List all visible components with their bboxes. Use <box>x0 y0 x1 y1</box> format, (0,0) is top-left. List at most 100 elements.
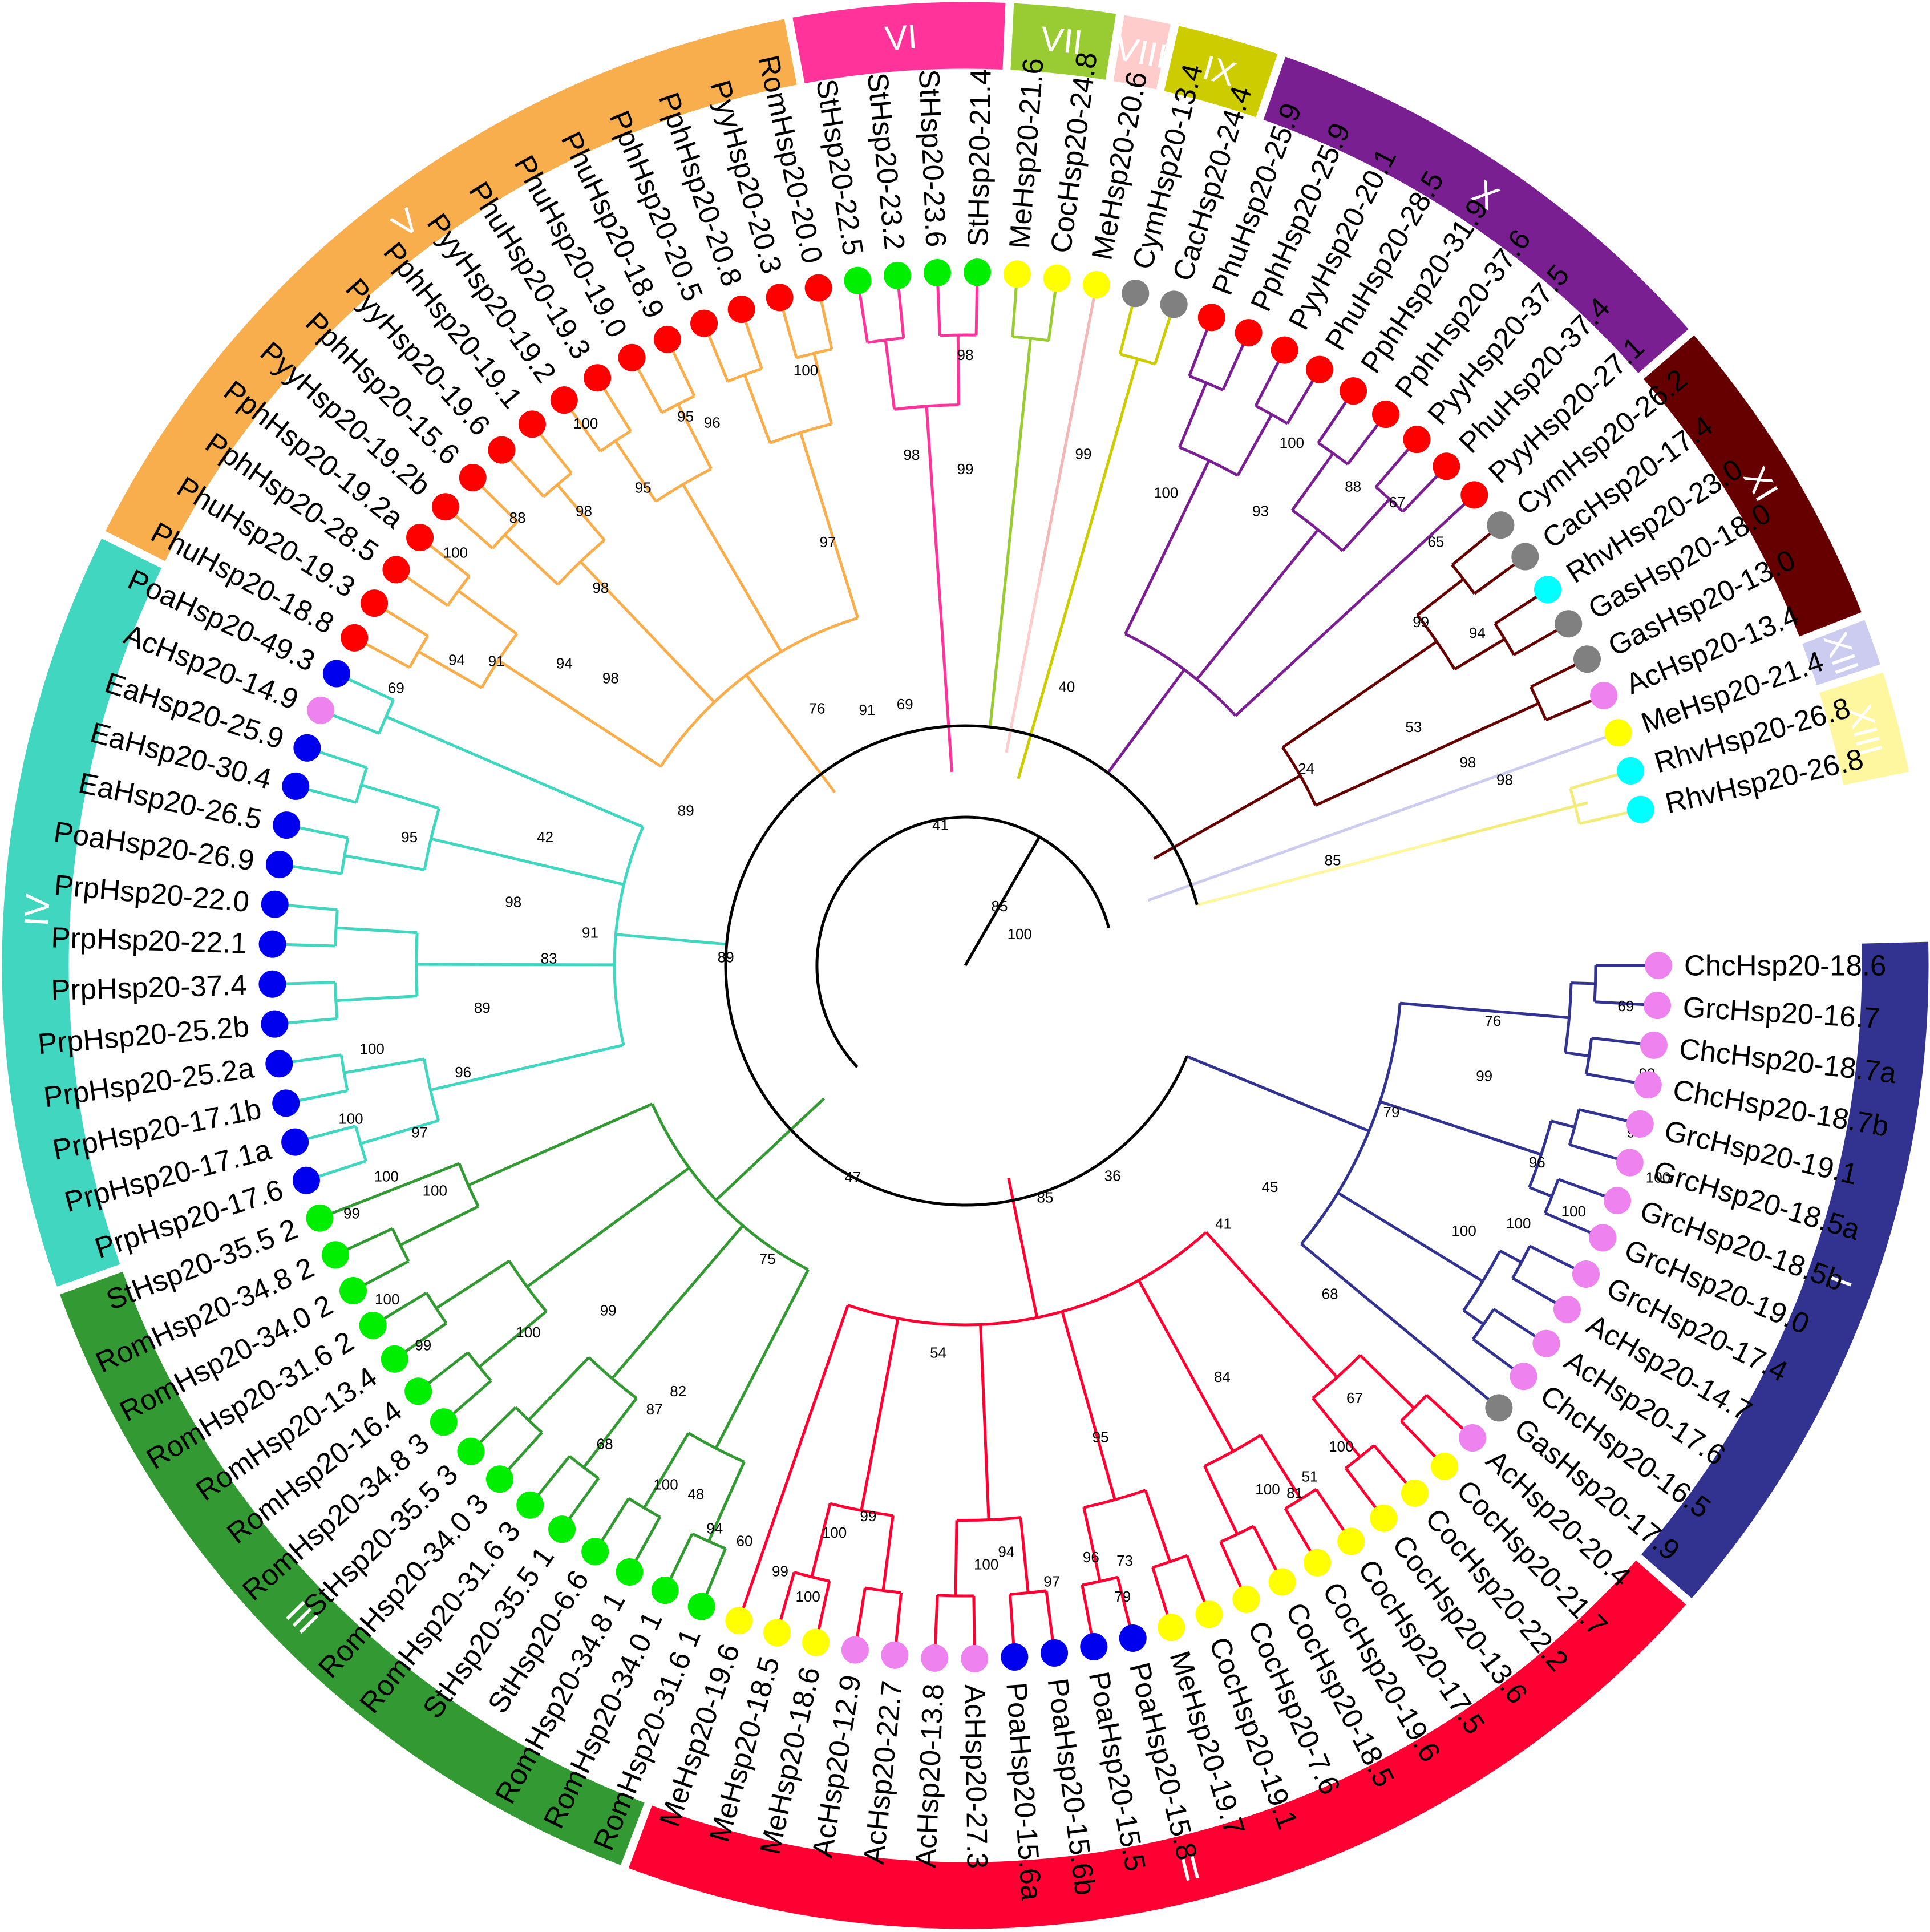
branch <box>451 1379 492 1416</box>
group-segment-IV <box>0 536 164 1289</box>
branch <box>1045 1590 1054 1642</box>
branch <box>1137 1279 1235 1452</box>
branch <box>1425 1394 1466 1432</box>
species-dot <box>486 1465 514 1493</box>
bootstrap-value: 73 <box>1116 1552 1133 1569</box>
branch <box>1529 1244 1577 1271</box>
species-dots <box>258 258 1672 1672</box>
species-dot <box>1122 280 1150 308</box>
group-segment-I <box>1638 940 1930 1601</box>
tree-branches <box>284 284 1647 1647</box>
bootstrap-value: 100 <box>573 415 598 432</box>
branch <box>1219 1541 1243 1590</box>
branch <box>1118 304 1134 355</box>
leaf-label: StHsp20-21.4 <box>961 68 997 247</box>
species-dot <box>653 325 681 353</box>
bootstrap-value: 48 <box>687 1486 704 1503</box>
leaf-label: ChcHsp20-18.6 <box>1684 949 1886 982</box>
branch <box>865 1586 901 1594</box>
bootstrap-value: 45 <box>1261 1178 1278 1195</box>
bootstrap-value: 84 <box>1214 1368 1231 1385</box>
branch <box>1484 702 1540 729</box>
branch <box>1579 810 1630 825</box>
bootstrap-value: 41 <box>932 817 949 834</box>
species-dot <box>687 1593 715 1620</box>
branch <box>1473 562 1517 595</box>
species-dot <box>488 436 516 464</box>
branch <box>1374 447 1411 488</box>
branch <box>1081 1585 1094 1636</box>
branch <box>1399 1001 1569 1020</box>
group-segment-II <box>626 1558 1689 1931</box>
branch <box>1512 1277 1558 1305</box>
branch <box>1011 285 1018 337</box>
species-dot <box>265 851 293 879</box>
branch <box>979 1324 990 1520</box>
branch <box>297 1089 348 1102</box>
bootstrap-value: 91 <box>859 701 876 718</box>
species-dot <box>1534 576 1561 604</box>
backbone-branch <box>1147 806 1409 902</box>
branch <box>884 339 896 410</box>
branch <box>1337 1191 1484 1283</box>
branch <box>1009 1594 1015 1646</box>
bootstrap-value: 91 <box>582 924 598 941</box>
branch <box>399 1205 479 1247</box>
branch <box>354 1125 367 1162</box>
species-dot <box>292 1166 320 1194</box>
branch <box>305 1125 357 1141</box>
species-dot <box>1553 1295 1581 1323</box>
species-dot <box>1371 401 1399 429</box>
branch <box>925 406 941 599</box>
branch <box>1221 342 1245 391</box>
species-dot <box>961 1644 989 1672</box>
branch <box>363 642 411 669</box>
species-dot <box>1603 1187 1631 1215</box>
branch <box>1152 1554 1188 1569</box>
leaf-label: AcHsp20-22.7 <box>857 1679 909 1866</box>
branch <box>974 284 979 336</box>
bootstrap-value: 96 <box>1529 1154 1545 1171</box>
branch <box>1144 1489 1172 1562</box>
bootstrap-value: 97 <box>1043 1573 1060 1590</box>
species-dot <box>550 386 578 414</box>
bootstrap-value: 98 <box>592 579 609 596</box>
bootstrap-value: 87 <box>646 1401 663 1418</box>
branch <box>391 1228 410 1262</box>
branch <box>799 432 860 619</box>
bootstrap-value: 99 <box>343 1205 360 1222</box>
branch <box>361 783 440 810</box>
branch <box>1451 531 1493 566</box>
bootstrap-value: 75 <box>759 1250 776 1267</box>
species-dot <box>1043 264 1071 292</box>
backbone-branch <box>964 836 1041 967</box>
branch <box>403 1322 447 1354</box>
bootstrap-value: 54 <box>930 1344 946 1361</box>
branch <box>682 483 783 653</box>
species-dot <box>406 524 434 552</box>
branch <box>317 1159 367 1178</box>
bootstrap-value: 98 <box>903 446 920 463</box>
branch <box>1595 1000 1646 1007</box>
branch <box>812 353 833 425</box>
backbone-branch <box>989 582 1007 727</box>
branch <box>1565 1051 1589 1058</box>
bootstrap-value: 93 <box>1252 502 1269 519</box>
branch <box>1281 640 1438 749</box>
bootstrap-value: 96 <box>455 1064 471 1081</box>
branch <box>858 292 869 343</box>
species-dot <box>690 309 718 337</box>
species-dot <box>404 1377 432 1405</box>
branch <box>1116 1577 1132 1628</box>
branch <box>1471 1308 1495 1340</box>
branch <box>556 483 606 541</box>
group-label: VIII <box>1112 29 1170 76</box>
branch <box>506 1432 543 1472</box>
branch <box>1513 628 1560 656</box>
branch <box>1074 346 1086 393</box>
bootstrap-value: 79 <box>1383 1104 1399 1121</box>
species-dot <box>1041 1639 1069 1667</box>
branch <box>526 1166 690 1288</box>
branch <box>536 1455 571 1497</box>
